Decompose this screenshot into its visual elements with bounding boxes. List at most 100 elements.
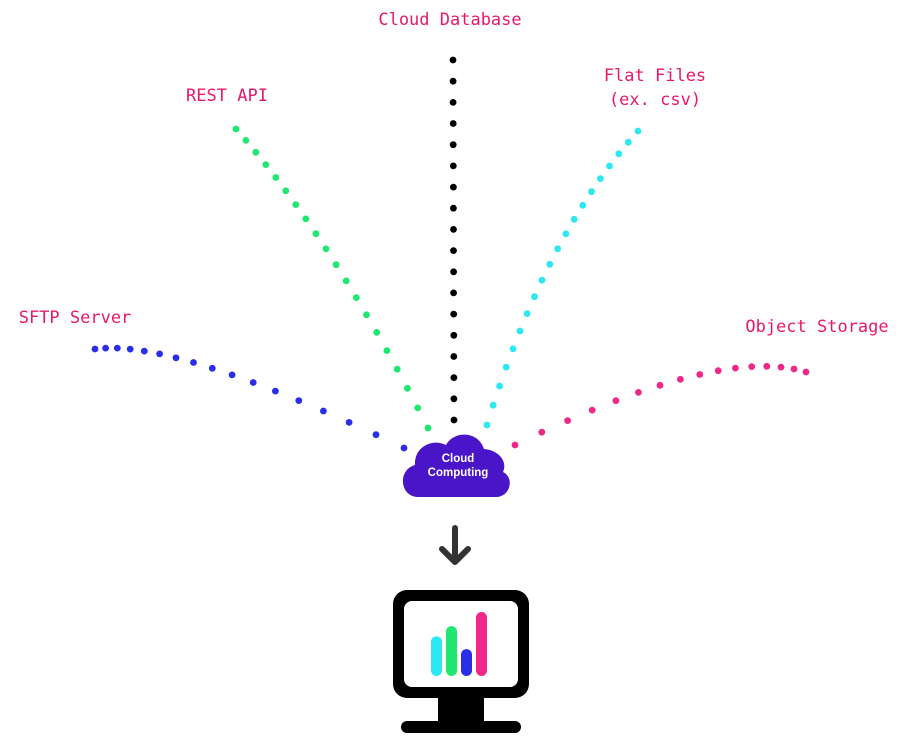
connection-dot-flat-files (570, 215, 578, 223)
connection-dot-cloud-database (450, 268, 457, 276)
monitor-bar (446, 626, 457, 676)
connection-dot-cloud-database (450, 310, 458, 318)
connection-dot-rest-api (404, 384, 411, 392)
connection-dot-sftp-server (320, 407, 327, 415)
connection-dot-object-storage (656, 381, 664, 389)
connection-dot-rest-api (393, 365, 401, 373)
connection-dot-rest-api (272, 174, 280, 181)
connection-dot-rest-api (302, 215, 310, 223)
connection-dot-cloud-database (450, 331, 458, 339)
connection-dot-rest-api (252, 148, 260, 156)
monitor-bar (476, 612, 487, 676)
connection-dot-sftp-server (113, 344, 121, 352)
label-rest-api: REST API (186, 86, 268, 106)
connection-dot-object-storage (777, 363, 785, 371)
connection-dot-cloud-database (450, 247, 457, 255)
connection-dot-sftp-server (140, 347, 148, 355)
connection-dot-sftp-server (172, 354, 180, 362)
connection-dot-sftp-server (295, 397, 303, 404)
label-flat-files: Flat Files (ex. csv) (603, 66, 707, 110)
connection-dot-cloud-database (450, 395, 458, 403)
connection-dot-flat-files (516, 327, 524, 335)
connection-dot-cloud-database (449, 120, 457, 127)
connection-dot-object-storage (714, 367, 722, 375)
connection-dot-object-storage (564, 417, 571, 424)
connection-dot-rest-api (292, 201, 300, 209)
connection-dot-cloud-database (449, 99, 457, 106)
connection-dot-flat-files (509, 345, 517, 353)
connection-dot-flat-files (597, 175, 604, 183)
hub-label: Cloud Computing (427, 453, 489, 479)
connection-dot-sftp-server (208, 364, 216, 372)
connection-dot-rest-api (342, 277, 350, 285)
connection-dot-rest-api (373, 329, 381, 336)
connection-dot-rest-api (282, 187, 290, 195)
connection-dot-flat-files (554, 245, 562, 253)
connection-dot-rest-api (262, 161, 270, 169)
connection-dot-sftp-server (126, 345, 134, 353)
connection-dot-object-storage (511, 441, 519, 449)
connection-dot-sftp-server (190, 359, 197, 366)
monitor-bar-chart (431, 612, 487, 676)
connection-dot-sftp-server (249, 379, 257, 386)
connection-dot-flat-files (634, 127, 642, 135)
connection-dot-flat-files (483, 421, 491, 429)
connection-dot-flat-files (606, 162, 613, 170)
connection-dot-flat-files (579, 201, 587, 209)
connection-dot-object-storage (748, 363, 756, 370)
connection-dot-sftp-server (102, 344, 109, 352)
connection-dot-cloud-database (450, 226, 457, 233)
connection-dot-flat-files (496, 382, 503, 390)
connection-dot-rest-api (232, 125, 240, 133)
connection-dot-rest-api (322, 245, 330, 253)
connection-dot-sftp-server (228, 371, 236, 379)
connection-dot-flat-files (531, 293, 538, 301)
connection-dot-sftp-server (400, 444, 408, 452)
connection-dot-sftp-server (156, 350, 164, 358)
monitor-icon (393, 590, 529, 733)
connection-dot-object-storage (677, 375, 684, 383)
connection-dot-object-storage (790, 365, 798, 373)
connection-dot-cloud-database (449, 162, 457, 170)
connection-dot-object-storage (588, 406, 596, 414)
connection-dot-rest-api (383, 347, 391, 354)
connection-dot-flat-files (538, 276, 546, 284)
connection-lines (91, 56, 810, 452)
connection-dot-cloud-database (450, 204, 457, 212)
connection-dot-flat-files (588, 188, 595, 196)
cloud-icon (402, 434, 510, 497)
connection-dot-cloud-database (450, 416, 458, 424)
connection-dot-object-storage (612, 397, 620, 405)
connection-dot-rest-api (414, 404, 422, 412)
label-object-storage: Object Storage (745, 317, 889, 337)
connection-dot-cloud-database (449, 56, 457, 64)
connection-dot-rest-api (424, 424, 432, 432)
connection-dot-cloud-database (449, 141, 457, 149)
label-cloud-database: Cloud Database (378, 10, 522, 30)
connection-dot-rest-api (352, 294, 360, 301)
connection-dot-flat-files (562, 230, 570, 238)
connection-dot-flat-files (624, 138, 632, 146)
arrow-down-icon (439, 525, 471, 565)
label-sftp-server: SFTP Server (18, 308, 132, 328)
connection-dot-rest-api (242, 137, 250, 144)
connection-dot-cloud-database (450, 289, 457, 297)
connection-dot-cloud-database (450, 353, 458, 360)
connection-dot-object-storage (732, 364, 739, 372)
connection-dot-flat-files (615, 150, 623, 158)
connection-dot-cloud-database (449, 77, 457, 85)
connection-dot-object-storage (538, 428, 546, 436)
connection-dot-rest-api (332, 261, 340, 269)
connection-dot-object-storage (763, 362, 771, 370)
connection-dot-flat-files (546, 260, 554, 268)
connection-dot-cloud-database (450, 374, 458, 381)
connection-dot-flat-files (523, 310, 531, 317)
connection-dot-flat-files (489, 401, 497, 409)
connection-dot-flat-files (502, 363, 510, 371)
connection-dot-object-storage (635, 389, 642, 396)
connection-dot-rest-api (312, 230, 320, 238)
monitor-bar (431, 636, 442, 676)
connection-dot-sftp-server (272, 387, 279, 395)
